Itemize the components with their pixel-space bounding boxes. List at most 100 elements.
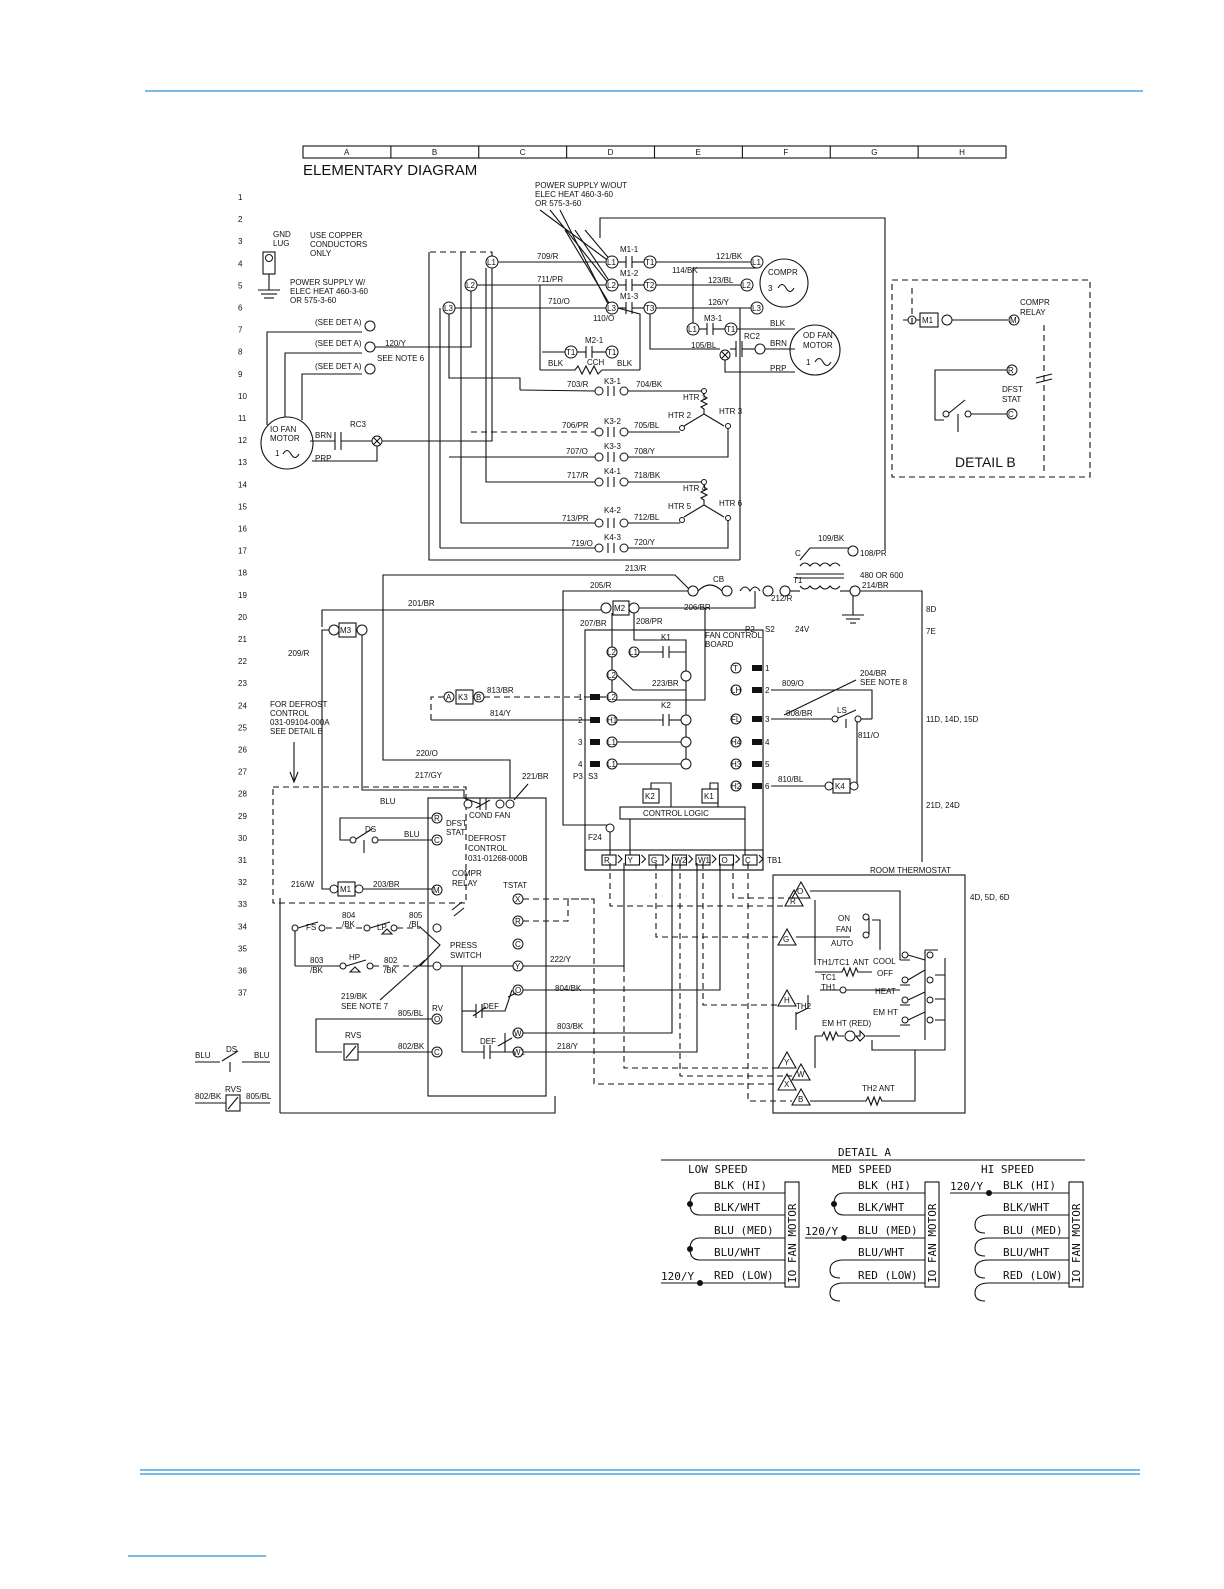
ref-11d: 11D, 14D, 15D [926,715,979,724]
tstat-blade [907,969,926,981]
ground-lug [258,251,280,299]
motor-lead-label: BLU (MED) [1003,1224,1063,1237]
coils-m2-m3: 201/BR M2 206/BR M3 209/R 217/GY 220/O [288,591,756,890]
col-label: H [959,148,965,157]
t1-label: T1 [793,576,803,585]
fan-control-board: FAN CONTROL BOARD 207/BR 208/PR L2 L1 K1… [562,608,775,871]
io-brn: BRN [315,431,332,440]
svg-text:M1: M1 [340,885,352,894]
svg-text:4: 4 [578,760,583,769]
wire-711pr: 711/PR [537,275,563,284]
io-fan-motor-label: IO FAN MOTOR [926,1203,939,1283]
compr-label: COMPR [768,268,798,277]
svg-text:W1: W1 [513,1048,526,1057]
io-fan-motor-box [1068,1181,1084,1288]
svg-text:M1-1: M1-1 [620,245,639,254]
svg-text:BLK: BLK [617,359,633,368]
wire-703r: 703/R [567,380,589,389]
power-wout-line3: OR 575-3-60 [535,199,582,208]
wire-809o: 809/O [782,679,804,688]
row-label: 22 [238,657,247,666]
svg-text:M1: M1 [922,316,934,325]
def-label-1: DEF [483,1002,499,1011]
legend-rvs: RVS [225,1085,241,1094]
power-w-line1: POWER SUPPLY W/ [290,278,366,287]
svg-text:MOTOR: MOTOR [803,341,833,350]
svg-text:FAN CONTROL: FAN CONTROL [705,631,762,640]
svg-text:IO FAN: IO FAN [270,425,296,434]
wire-213r-top: 213/R [625,564,647,573]
htr3: HTR 3 [719,407,743,416]
svg-text:C: C [795,549,801,558]
ts-on: ON [838,914,850,923]
detail-a-title: DETAIL A [838,1146,891,1159]
row-label: 6 [238,304,243,313]
tb1-terminal-label: G [651,856,657,865]
detail-b-label: DETAIL B [955,454,1016,470]
see-det-a-2: (SEE DET A) [315,339,362,348]
supply-leads [539,209,886,550]
room-thermostat-label: ROOM THERMOSTAT [870,866,951,875]
svg-text:1: 1 [806,358,811,367]
def-label-2: DEF [480,1037,496,1046]
svg-text:L3: L3 [752,304,761,313]
svg-text:H2: H2 [731,782,742,791]
svg-text:M: M [1010,316,1017,325]
wire-105bl: 105/BL [691,341,717,350]
svg-text:R: R [1008,366,1014,375]
motor-lead-label: BLK (HI) [714,1179,767,1192]
svg-text:K3-2: K3-2 [604,417,621,426]
svg-text:BLK: BLK [770,319,786,328]
ts-tc1: TC1 [821,973,837,982]
speed-low: LOW SPEED [688,1163,748,1176]
wire-708y: 708/Y [634,447,656,456]
detail-a: DETAIL A LOW SPEED MED SPEED HI SPEED IO… [661,1146,1085,1302]
row-label: 23 [238,679,247,688]
svg-text:802: 802 [384,956,398,965]
detail-b: M1 M COMPR RELAY R C DFST STAT DETAIL B [891,279,1091,478]
wire-216w: 218/Y [557,1042,579,1051]
tb1-terminal-label: W1 [698,856,711,865]
wire-203br: 216/W [291,880,315,889]
see-det-a-3: (SEE DET A) [315,362,362,371]
wire-221br: 802/BK [398,1042,425,1051]
tb1-terminal-label: Y [628,856,634,865]
k2-coil: K2 [645,792,655,801]
rv-label: RV [432,1004,444,1013]
io-fan-motor: IO FAN MOTOR 1 (SEE DET A) (SEE DET A) (… [260,268,493,470]
wire-713pr: 713/PR [562,514,589,523]
rc3-label: RC3 [350,420,367,429]
svg-text:R: R [434,814,440,823]
jumper-junction [687,1246,693,1252]
blu-label: BLU [380,797,396,806]
gnd-line2: LUG [273,239,289,248]
wire-213r-mid: 220/O [416,749,438,758]
tb1-terminal-label: R [604,856,610,865]
wire-215o: 804/BK [555,984,582,993]
row-label: 13 [238,458,247,467]
svg-text:804: 804 [342,911,356,920]
svg-text:K4-1: K4-1 [604,467,621,476]
wire-718bk: 718/BK [634,471,661,480]
svg-text:H1: H1 [607,716,618,725]
svg-text:T: T [733,664,738,673]
svg-text:4: 4 [765,738,770,747]
row-label: 4 [238,259,243,268]
svg-text:O: O [434,1015,440,1024]
k2-contact: K2 [661,701,671,710]
wire-123bl: 123/BL [708,276,734,285]
svg-text:DFST: DFST [446,819,467,828]
svg-text:BLK: BLK [548,359,564,368]
svg-text:X: X [784,1080,790,1089]
v24-label: 24V [795,625,810,634]
col-label: A [344,148,350,157]
svg-text:T2: T2 [645,281,655,290]
svg-text:L1: L1 [607,258,616,267]
od-fan-circuit: 110/O T1 M2-1 T1 CCH BLK BLK L1 M3-1 T1 … [539,267,841,376]
row-label: 30 [238,834,247,843]
svg-text:L1: L1 [752,258,761,267]
io-fan-motor-label: IO FAN MOTOR [786,1203,799,1283]
motor-lead-label: BLU (MED) [858,1224,918,1237]
copper-line2: CONDUCTORS [310,240,367,249]
wire-719o: 719/O [571,539,593,548]
